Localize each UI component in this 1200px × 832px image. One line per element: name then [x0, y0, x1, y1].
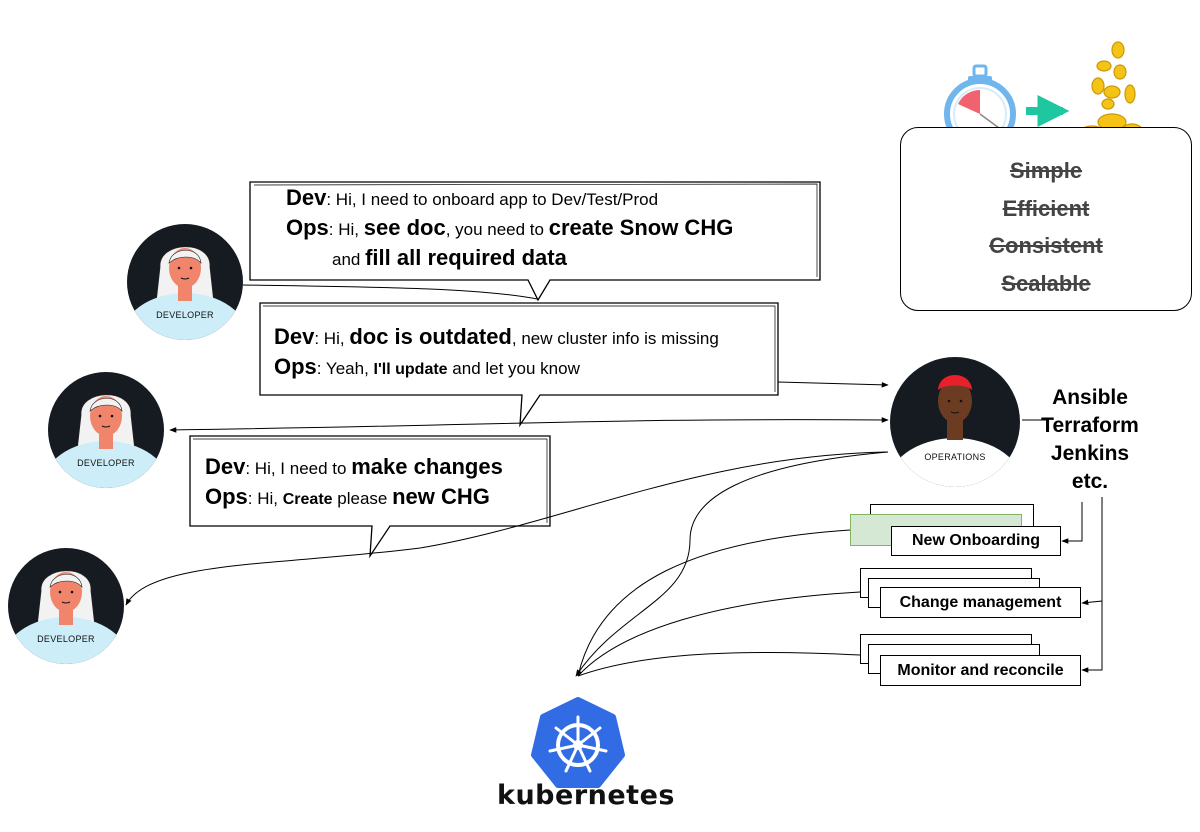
goal-scalable: Scalable — [1001, 271, 1091, 296]
kubernetes-logo-icon — [531, 697, 625, 788]
tool-terraform: Terraform — [1041, 414, 1139, 437]
connector-ops-to-dev2 — [169, 417, 889, 433]
developer-3-label: DEVELOPER — [37, 634, 95, 644]
bubble-1-text: Dev: Hi, I need to onboard app to Dev/Te… — [286, 184, 733, 274]
tool-ansible: Ansible — [1052, 386, 1128, 409]
goals-box — [900, 127, 1192, 311]
bubble-1-line-1: Dev: Hi, I need to onboard app to Dev/Te… — [286, 185, 659, 210]
bubble-2-line-1: Dev: Hi, doc is outdated, new cluster in… — [274, 324, 719, 349]
change-management-box: Change management — [880, 587, 1081, 618]
developer-3-icon — [8, 548, 124, 664]
connector-onboarding-to-k8s — [577, 529, 851, 677]
connector-tools-to-change — [1081, 497, 1103, 606]
goal-efficient: Efficient — [1002, 196, 1090, 221]
operations-label: OPERATIONS — [924, 452, 986, 462]
speech-bubble-2 — [259, 302, 779, 428]
kubernetes-wordmark: kubernetes — [497, 780, 675, 811]
developer-avatar-1: DEVELOPER — [126, 223, 244, 341]
goal-simple: Simple — [1009, 158, 1083, 183]
tools-list: Ansible Terraform Jenkins etc. — [1030, 384, 1150, 496]
monitor-reconcile-box: Monitor and reconcile — [880, 655, 1081, 686]
connector-monitor-to-k8s — [577, 651, 861, 677]
bubble-2-text: Dev: Hi, doc is outdated, new cluster in… — [274, 323, 719, 384]
tool-jenkins: Jenkins — [1050, 442, 1130, 465]
tool-etc: etc. — [1071, 470, 1109, 493]
developer-1-label: DEVELOPER — [156, 310, 214, 320]
connector-tools-to-onboarding — [1061, 502, 1083, 544]
connector-ops-to-dev3 — [125, 451, 889, 606]
developer-2-label: DEVELOPER — [77, 458, 135, 468]
operations-icon — [890, 357, 1020, 487]
connector-dev1 — [242, 284, 538, 300]
developer-avatar-3: DEVELOPER — [7, 547, 125, 665]
bubble-3-text: Dev: Hi, I need to make changes Ops: Hi,… — [205, 453, 503, 514]
connector-ops-to-k8s — [575, 451, 889, 677]
operations-avatar: OPERATIONS — [889, 356, 1021, 488]
speech-bubble-1 — [249, 181, 821, 302]
bubble-1-line-2: Ops: Hi, see doc, you need to create Sno… — [286, 215, 734, 240]
connector-tools-to-monitor — [1081, 600, 1103, 673]
developer-1-icon — [127, 224, 243, 340]
connector-change-to-k8s — [577, 591, 861, 677]
speech-bubble-3 — [189, 435, 551, 559]
connector-to-ops-1 — [777, 381, 889, 388]
bubble-2-line-2: Ops: Yeah, I'll update and let you know — [274, 354, 580, 379]
bubble-3-line-1: Dev: Hi, I need to make changes — [205, 454, 503, 479]
developer-2-icon — [48, 372, 164, 488]
bubble-1-line-3: and fill all required data — [332, 245, 567, 270]
goal-consistent: Consistent — [989, 233, 1103, 258]
new-onboarding-box: New Onboarding — [891, 526, 1061, 556]
developer-avatar-2: DEVELOPER — [47, 371, 165, 489]
bubble-3-line-2: Ops: Hi, Create please new CHG — [205, 484, 490, 509]
